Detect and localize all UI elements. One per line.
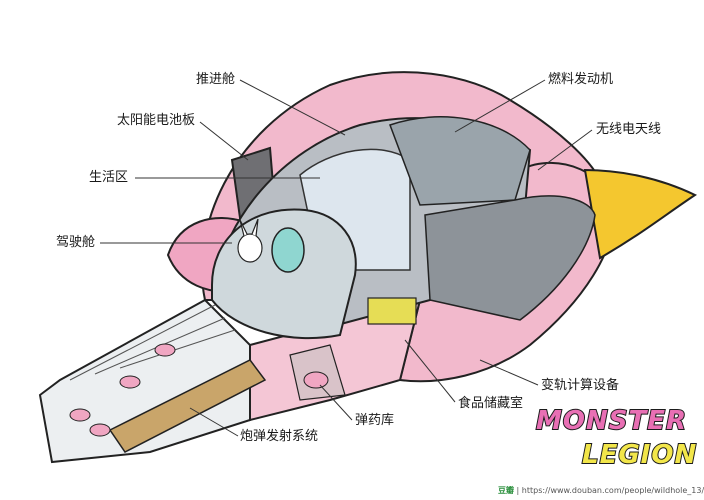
- label-living-area: 生活区: [89, 170, 129, 185]
- leader-line-solar: [199, 121, 249, 161]
- leader-line-computer: [479, 359, 539, 386]
- logo-line-1: MONSTER: [535, 405, 687, 437]
- label-ammo-depot: 弹药库: [355, 413, 395, 428]
- fuel-engine-room: [389, 116, 531, 206]
- label-fuel-engine: 燃料发动机: [548, 72, 614, 87]
- logo-line-2: LEGION: [581, 439, 698, 471]
- computer-equipment-section: [424, 195, 596, 321]
- leader-line-food: [404, 339, 456, 403]
- watermark-url: | https://www.douban.com/people/wildhole…: [516, 486, 704, 495]
- leader-line-cannon: [189, 407, 239, 437]
- label-food-storage: 食品储藏室: [458, 396, 524, 411]
- label-thruster-cabin: 推进舱: [196, 72, 236, 87]
- shell: [154, 343, 176, 357]
- shell: [69, 408, 91, 422]
- label-cannon-system: 炮弹发射系统: [240, 429, 319, 444]
- monster-legion-logo: MONSTER LEGION: [535, 405, 697, 476]
- leader-line-ammo: [319, 384, 353, 421]
- cannon-tube: [108, 359, 267, 453]
- label-radio-antenna: 无线电天线: [596, 122, 662, 137]
- leader-line-thruster: [239, 79, 346, 136]
- label-cockpit: 驾驶舱: [56, 235, 96, 250]
- shell: [89, 423, 111, 437]
- cockpit-window: [271, 227, 305, 273]
- pilot-rabbit-ears: [239, 218, 259, 237]
- leader-lines: [100, 79, 593, 437]
- leader-line-engine: [454, 79, 546, 133]
- label-solar-panel: 太阳能电池板: [117, 113, 196, 128]
- watermark: 豆瓣 | https://www.douban.com/people/wildh…: [498, 485, 704, 496]
- shell: [119, 375, 141, 389]
- exhaust-flame: [583, 168, 698, 260]
- watermark-brand: 豆瓣: [498, 486, 514, 495]
- food-storage-yellow-crates: [367, 297, 417, 325]
- pilot-rabbit-figure: [237, 233, 263, 263]
- ammo-round: [303, 371, 329, 389]
- leader-line-antenna: [537, 129, 593, 171]
- label-computer-equipment: 变轨计算设备: [541, 378, 620, 393]
